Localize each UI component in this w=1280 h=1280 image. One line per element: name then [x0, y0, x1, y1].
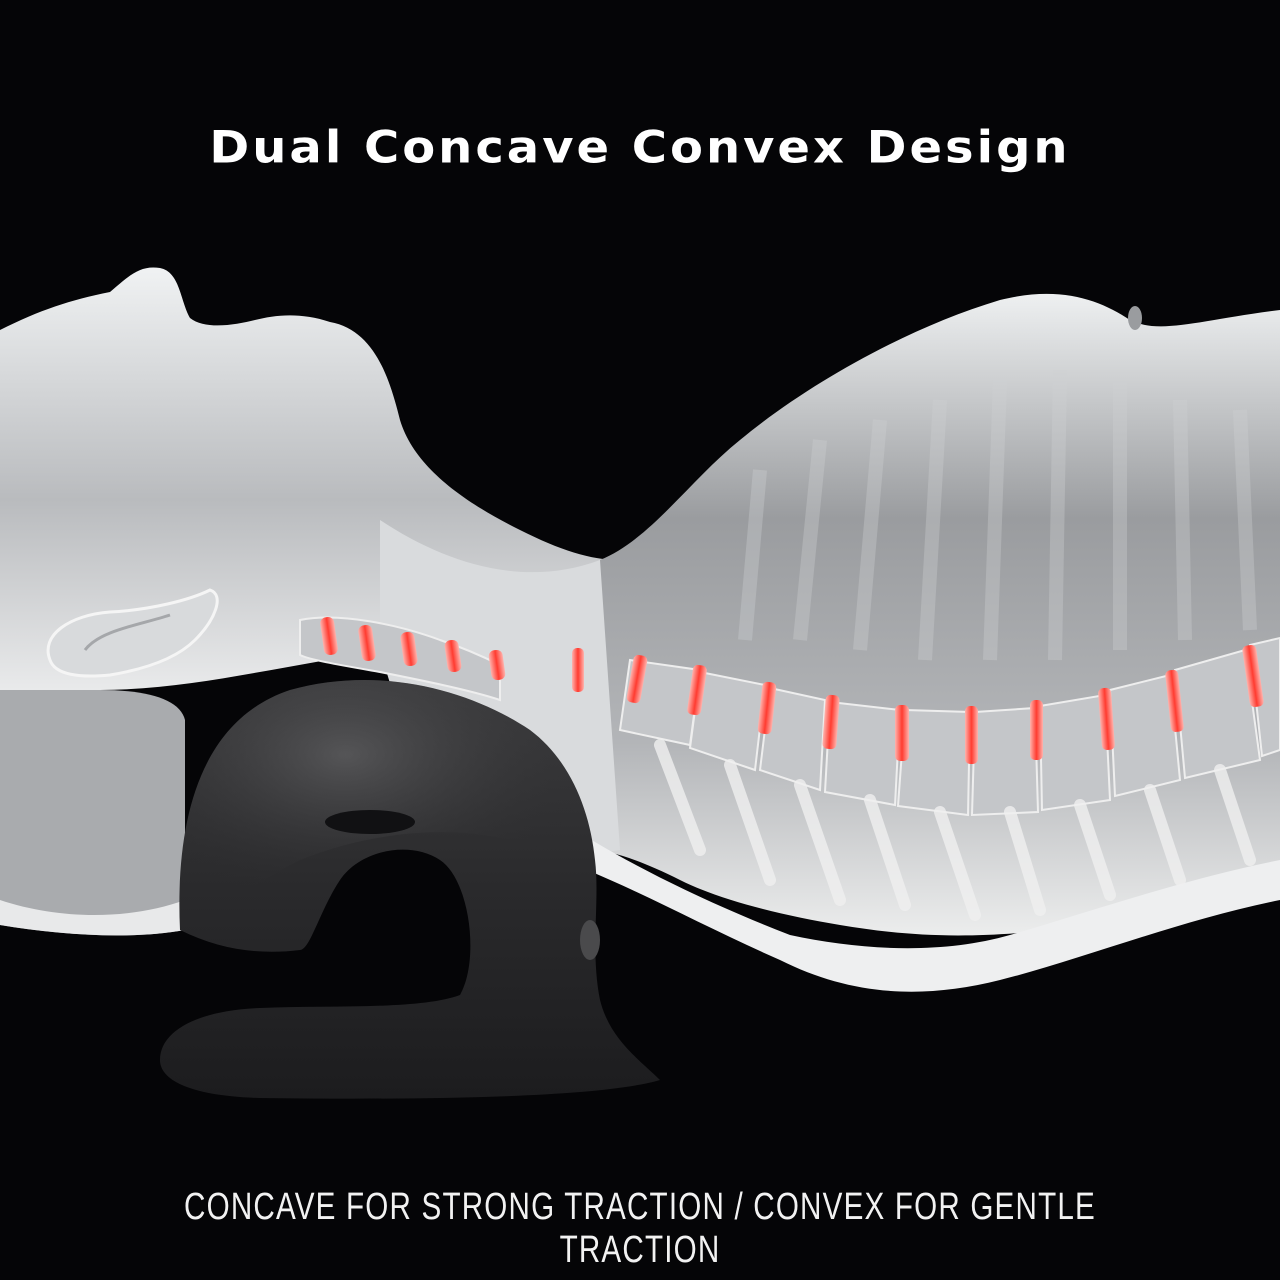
spinous-processes [654, 739, 1256, 921]
ear-fold [83, 613, 171, 651]
head-underside [0, 690, 185, 936]
pillow-center-groove [325, 810, 415, 834]
ribcage [738, 369, 1257, 661]
chest-detail [1128, 306, 1142, 330]
intervertebral-discs [320, 616, 1264, 764]
tagline: CONCAVE FOR STRONG TRACTION / CONVEX FOR… [184, 1186, 1096, 1271]
ear-icon [46, 588, 219, 678]
pillow-edge-bump [580, 920, 600, 960]
traction-pillow [160, 679, 660, 1099]
spine [299, 616, 1280, 817]
head-rim [0, 900, 185, 936]
back-contour [560, 820, 1280, 992]
headline: Dual Concave Convex Design [209, 122, 1071, 174]
